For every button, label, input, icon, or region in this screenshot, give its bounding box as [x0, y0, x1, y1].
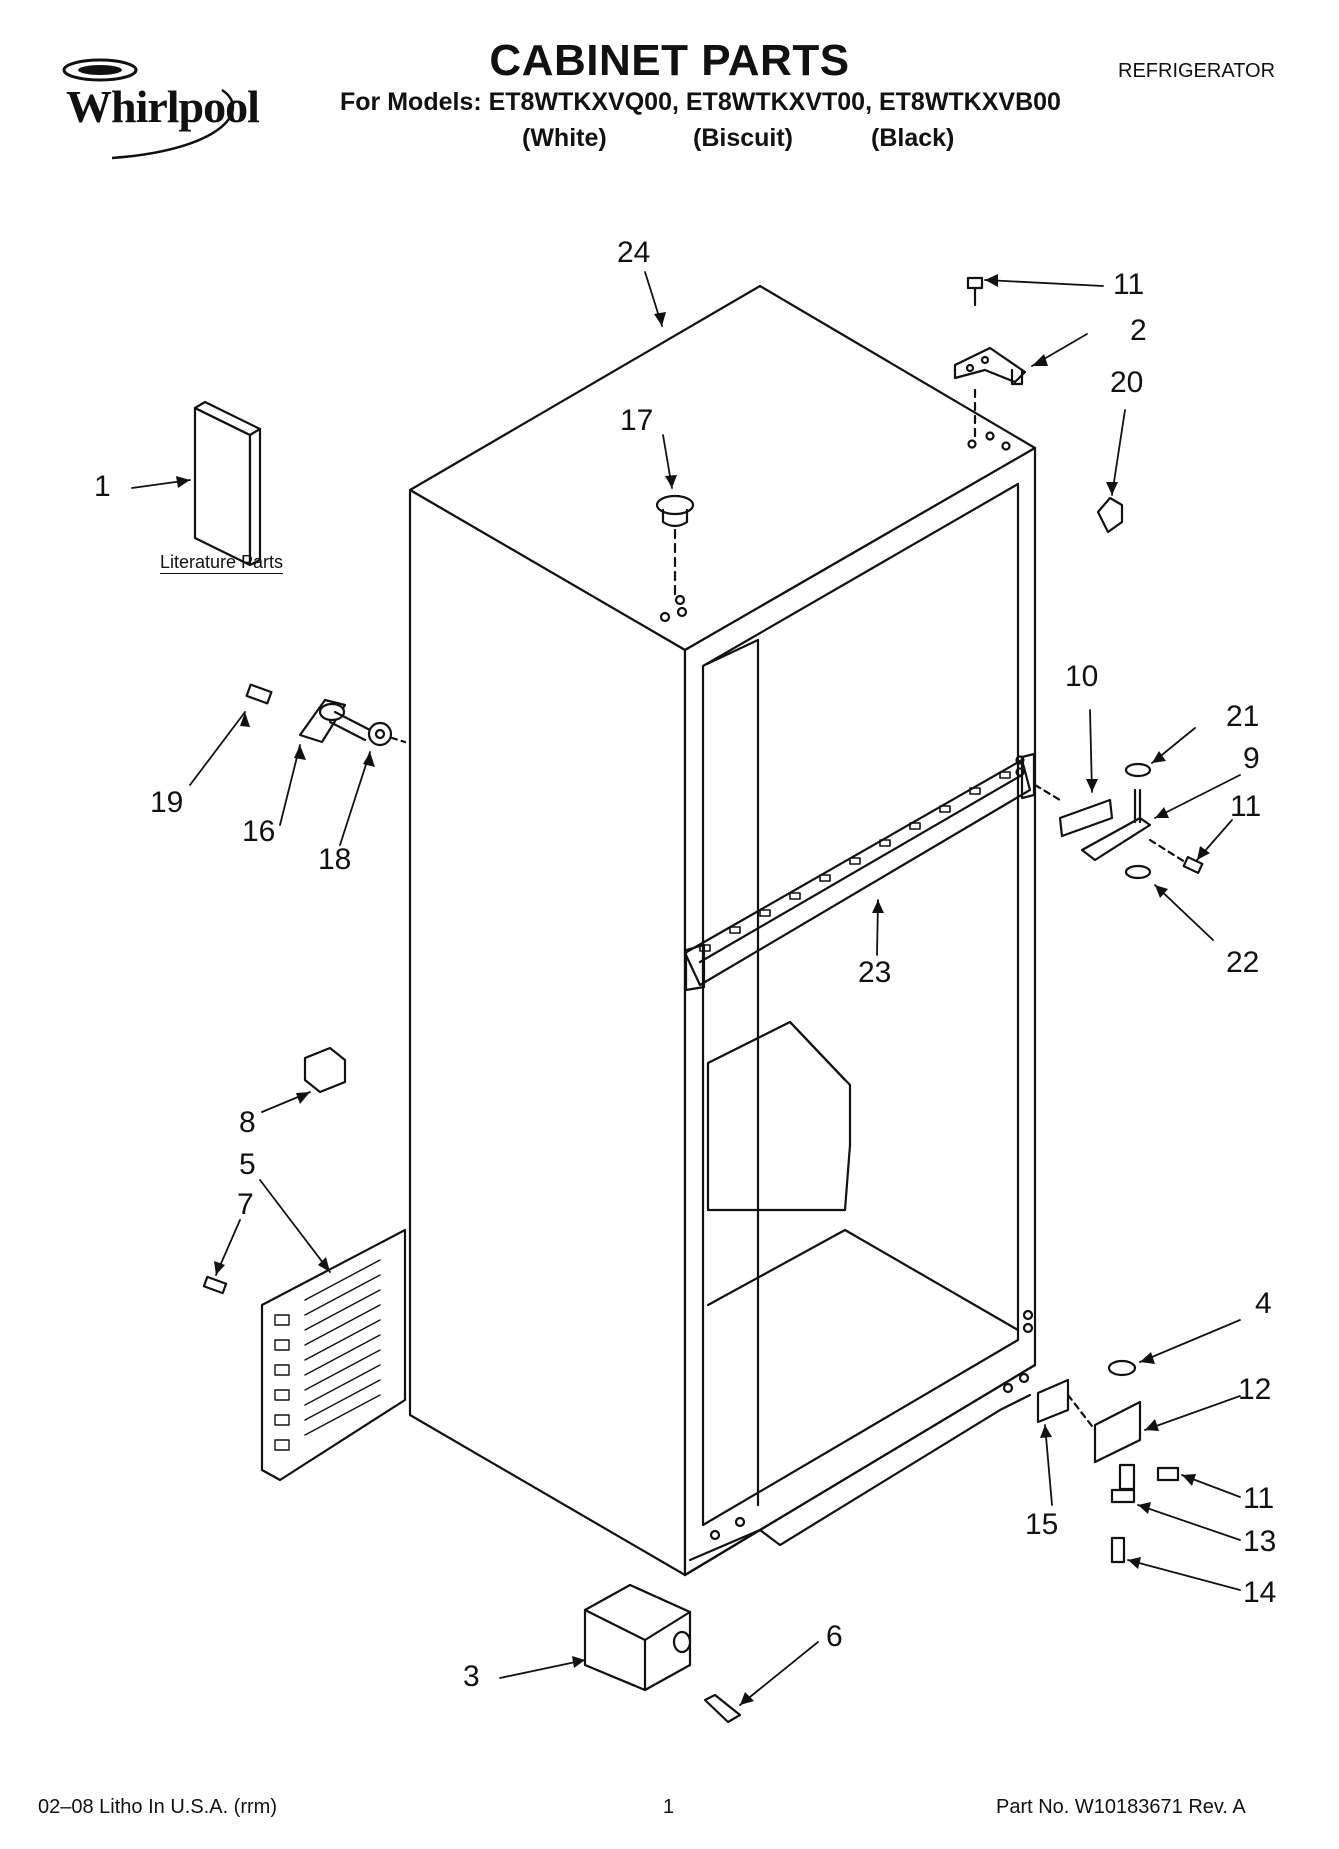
callout-4: 4: [1255, 1287, 1272, 1320]
back-grille: [260, 1228, 407, 1482]
color-biscuit: (Biscuit): [693, 124, 793, 152]
footer-part-number: Part No. W10183671 Rev. A: [996, 1796, 1246, 1818]
callout-18: 18: [318, 843, 352, 876]
callout-7: 7: [237, 1188, 254, 1221]
callout-23: 23: [858, 956, 892, 989]
footer-litho: 02–08 Litho In U.S.A. (rrm): [38, 1796, 277, 1818]
callout-20: 20: [1110, 366, 1144, 399]
appliance-category: REFRIGERATOR: [1118, 60, 1276, 82]
callout-2: 2: [1130, 314, 1147, 347]
page-title: CABINET PARTS: [489, 36, 850, 85]
models-line: For Models: ET8WTKXVQ00, ET8WTKXVT00, ET…: [340, 88, 1061, 116]
plug-17: [655, 494, 695, 597]
door-stop-assembly: [245, 683, 407, 747]
callout-10: 10: [1065, 660, 1099, 693]
whirlpool-swoosh-icon: [62, 58, 235, 160]
callout-21: 21: [1226, 700, 1260, 733]
callout-6: 6: [826, 1620, 843, 1653]
callout-12: 12: [1238, 1373, 1272, 1406]
callout-22: 22: [1226, 946, 1260, 979]
callout-11-bottom: 11: [1243, 1482, 1275, 1515]
top-hinge: [953, 276, 1027, 442]
callout-17: 17: [620, 404, 654, 437]
literature-parts-label: Literature Parts: [160, 552, 284, 574]
callout-16: 16: [242, 815, 276, 848]
callout-24: 24: [617, 236, 651, 269]
callout-9: 9: [1243, 742, 1260, 775]
color-white: (White): [522, 124, 607, 152]
divider-rail: [683, 752, 1036, 992]
callout-5: 5: [239, 1148, 256, 1181]
callout-14: 14: [1243, 1576, 1277, 1609]
callout-11-top: 11: [1113, 268, 1145, 301]
callout-15: 15: [1025, 1508, 1059, 1541]
leveling-foot: [583, 1583, 742, 1724]
callout-13: 13: [1243, 1525, 1277, 1558]
cabinet-shell: [408, 284, 1037, 1577]
bottom-hinge: [1036, 1359, 1180, 1564]
footer-page-number: 1: [663, 1796, 675, 1818]
color-black: (Black): [871, 124, 955, 152]
literature-booklet: [193, 400, 262, 567]
brand-name: Whirlpool: [66, 81, 260, 132]
callout-19: 19: [150, 786, 184, 819]
center-hinge: [1033, 762, 1204, 880]
callout-3: 3: [463, 1660, 480, 1693]
callout-11-center: 11: [1230, 790, 1262, 823]
callout-1: 1: [94, 470, 111, 503]
callout-8: 8: [239, 1106, 256, 1139]
